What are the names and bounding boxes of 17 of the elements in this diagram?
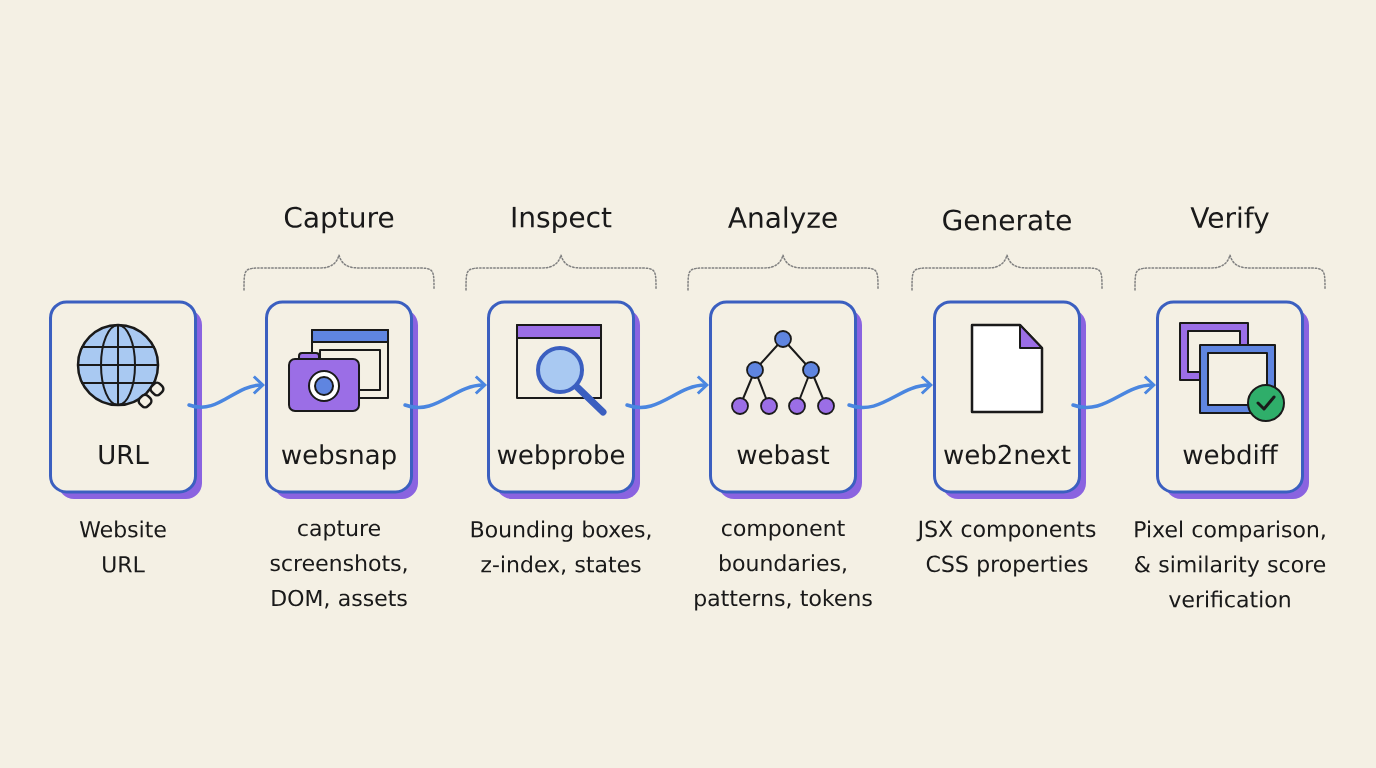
tool-box: webast bbox=[709, 300, 862, 499]
description-text: component boundaries, patterns, tokens bbox=[695, 520, 872, 611]
arrow bbox=[847, 375, 933, 410]
description-text: JSX components CSS properties bbox=[916, 520, 1096, 577]
arrow bbox=[1071, 375, 1156, 410]
stage-heading: Inspect bbox=[512, 206, 612, 234]
description-text: Website URL bbox=[79, 520, 166, 573]
description-text: Bounding boxes, z-index, states bbox=[471, 520, 651, 575]
stage-heading: Generate bbox=[943, 209, 1071, 231]
arrow bbox=[625, 375, 709, 410]
description-text: capture screenshots, DOM, assets bbox=[270, 520, 407, 609]
arrow bbox=[403, 375, 487, 410]
stage-heading: Verify bbox=[1190, 206, 1269, 234]
description-text: Pixel comparison, & similarity score verification bbox=[1135, 520, 1326, 608]
stage-heading: Capture bbox=[284, 206, 394, 234]
arrow bbox=[187, 375, 265, 409]
stage-heading: Analyze bbox=[728, 206, 837, 234]
